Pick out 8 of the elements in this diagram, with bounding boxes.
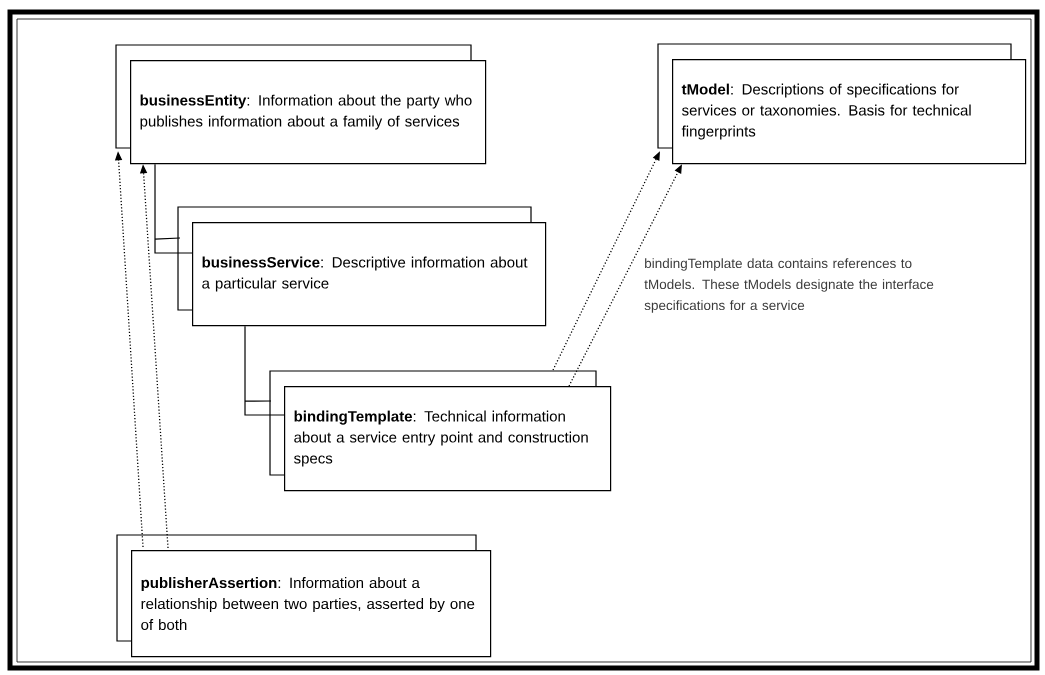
stacked-box: businessService: Descriptive information about a particular service — [177, 206, 547, 327]
note-text: bindingTemplate data contains references to tModels. These tModels designate the interface specifications for a service — [644, 258, 934, 313]
stacked-box: bindingTemplate: Technical information about a service entry point and construction specs — [269, 370, 612, 492]
stacked-box: tModel: Descriptions of specifications for services or taxonomies. Basis for technical fingerprints — [657, 43, 1027, 165]
connector-line — [154, 163, 193, 254]
stacked-box: businessEntity: Information about the party who publishes information about a family of services — [115, 44, 487, 165]
stacked-box: publisherAssertion: Information about a relationship between two parties, asserted by one of both — [116, 534, 492, 658]
connector-line — [244, 325, 285, 416]
